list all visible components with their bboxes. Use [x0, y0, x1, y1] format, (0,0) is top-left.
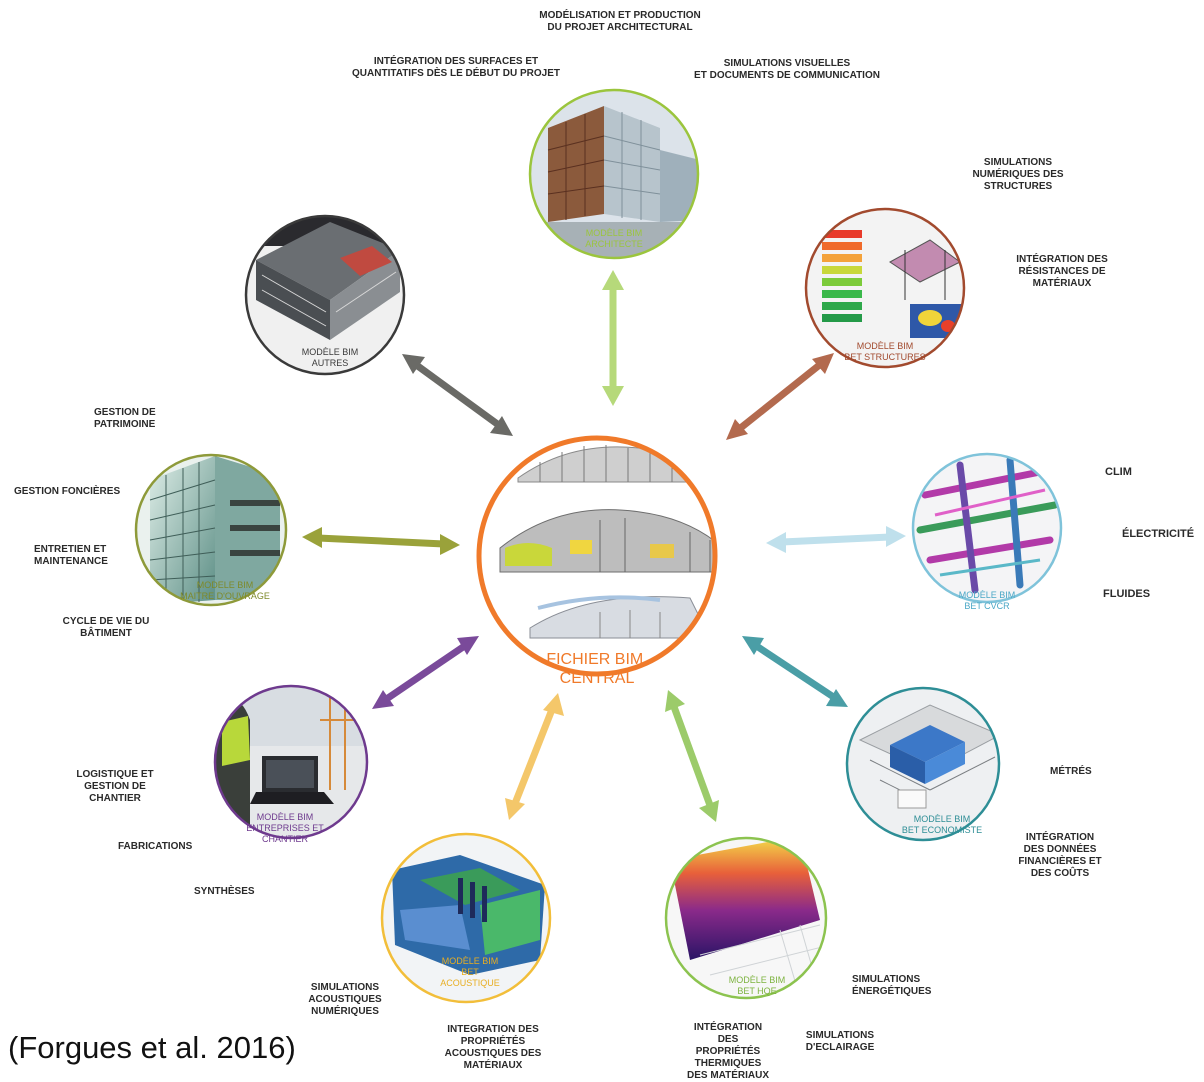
caption-syntheses: SYNTHÈSES: [194, 886, 255, 897]
arrow-acoustique: [510, 705, 557, 808]
caption-integration-donnees: INTÉGRATION DES DONNÉES FINANCIÈRES ET D…: [1018, 832, 1102, 879]
arrow-entreprises: [383, 642, 468, 703]
caption-logistique: LOGISTIQUE ET GESTION DE CHANTIER: [76, 769, 154, 804]
arrow-structures: [735, 360, 825, 433]
arrow-hqe-head-b: [699, 800, 719, 822]
arrow-cvcr-head-b: [886, 526, 906, 547]
caption-integration-resistances: INTÉGRATION DES RÉSISTANCES DE MATÉRIAUX: [1016, 254, 1108, 289]
caption-simulations-acoustiques: SIMULATIONS ACOUSTIQUES NUMÉRIQUES: [308, 982, 382, 1017]
caption-integration-acoustiques: INTEGRATION DES PROPRIÉTÉS ACOUSTIQUES D…: [444, 1024, 542, 1071]
caption-entretien: ENTRETIEN ET MAINTENANCE: [34, 544, 108, 567]
citation: (Forgues et al. 2016): [8, 1030, 296, 1065]
caption-metres: MÉTRÉS: [1050, 766, 1092, 777]
arrow-acoustique-head-b: [505, 798, 525, 820]
arrow-maitre: [317, 534, 445, 548]
central-node: FICHIER BIM CENTRAL: [476, 435, 718, 687]
arrow-maitre-head-b: [440, 534, 460, 555]
arrow-entreprises-head-a: [457, 636, 479, 655]
arrow-acoustique-head-a: [543, 693, 564, 716]
arrow-cvcr: [781, 533, 891, 546]
arrow-hqe-head-a: [665, 690, 685, 712]
arrow-economiste-head-b: [826, 689, 848, 707]
caption-cycle-vie: CYCLE DE VIE DU BÂTIMENT: [62, 616, 150, 639]
caption-fluides: FLUIDES: [1103, 588, 1151, 600]
central-label: FICHIER BIM CENTRAL: [546, 651, 647, 687]
caption-integration-thermiques: INTÉGRATION DES PROPRIÉTÉS THERMIQUES DE…: [686, 1022, 770, 1081]
caption-simulations-eclairage: SIMULATIONS D'ECLAIRAGE: [805, 1030, 875, 1053]
arrow-autres: [412, 361, 503, 429]
caption-modelisation: MODÉLISATION ET PRODUCTION DU PROJET ARC…: [539, 10, 701, 33]
arrow-cvcr-head-a: [766, 532, 786, 553]
caption-gestion-patrimoine: GESTION DE PATRIMOINE: [94, 407, 156, 430]
arrow-structures-head-b: [726, 419, 748, 440]
arrow-economiste-head-a: [742, 636, 764, 655]
caption-fabrications: FABRICATIONS: [118, 841, 193, 852]
caption-integration-surfaces: INTÉGRATION DES SURFACES ET QUANTITATIFS…: [352, 56, 560, 79]
caption-gestion-foncieres: GESTION FONCIÈRES: [14, 486, 121, 497]
caption-simulations-structures: SIMULATIONS NUMÉRIQUES DES STRUCTURES: [972, 157, 1064, 192]
arrow-structures-head-a: [812, 353, 834, 374]
caption-clim: CLIM: [1105, 466, 1132, 478]
caption-simulations-visuelles: SIMULATIONS VISUELLES ET DOCUMENTS DE CO…: [694, 58, 880, 81]
arrow-maitre-head-a: [302, 527, 322, 548]
arrow-architecte-head-bottom: [602, 386, 624, 406]
arrows: [302, 270, 906, 822]
caption-simulations-energetiques: SIMULATIONS ÉNERGÉTIQUES: [852, 974, 932, 997]
arrow-hqe: [669, 702, 715, 810]
arrow-autres-head-a: [402, 354, 425, 374]
caption-electricite: ÉLECTRICITÉ: [1122, 528, 1195, 540]
arrow-entreprises-head-b: [372, 690, 394, 709]
arrow-architecte-head-top: [602, 270, 624, 290]
arrow-autres-head-b: [490, 416, 513, 436]
arrow-economiste: [753, 642, 837, 701]
central-ring: [476, 435, 718, 677]
